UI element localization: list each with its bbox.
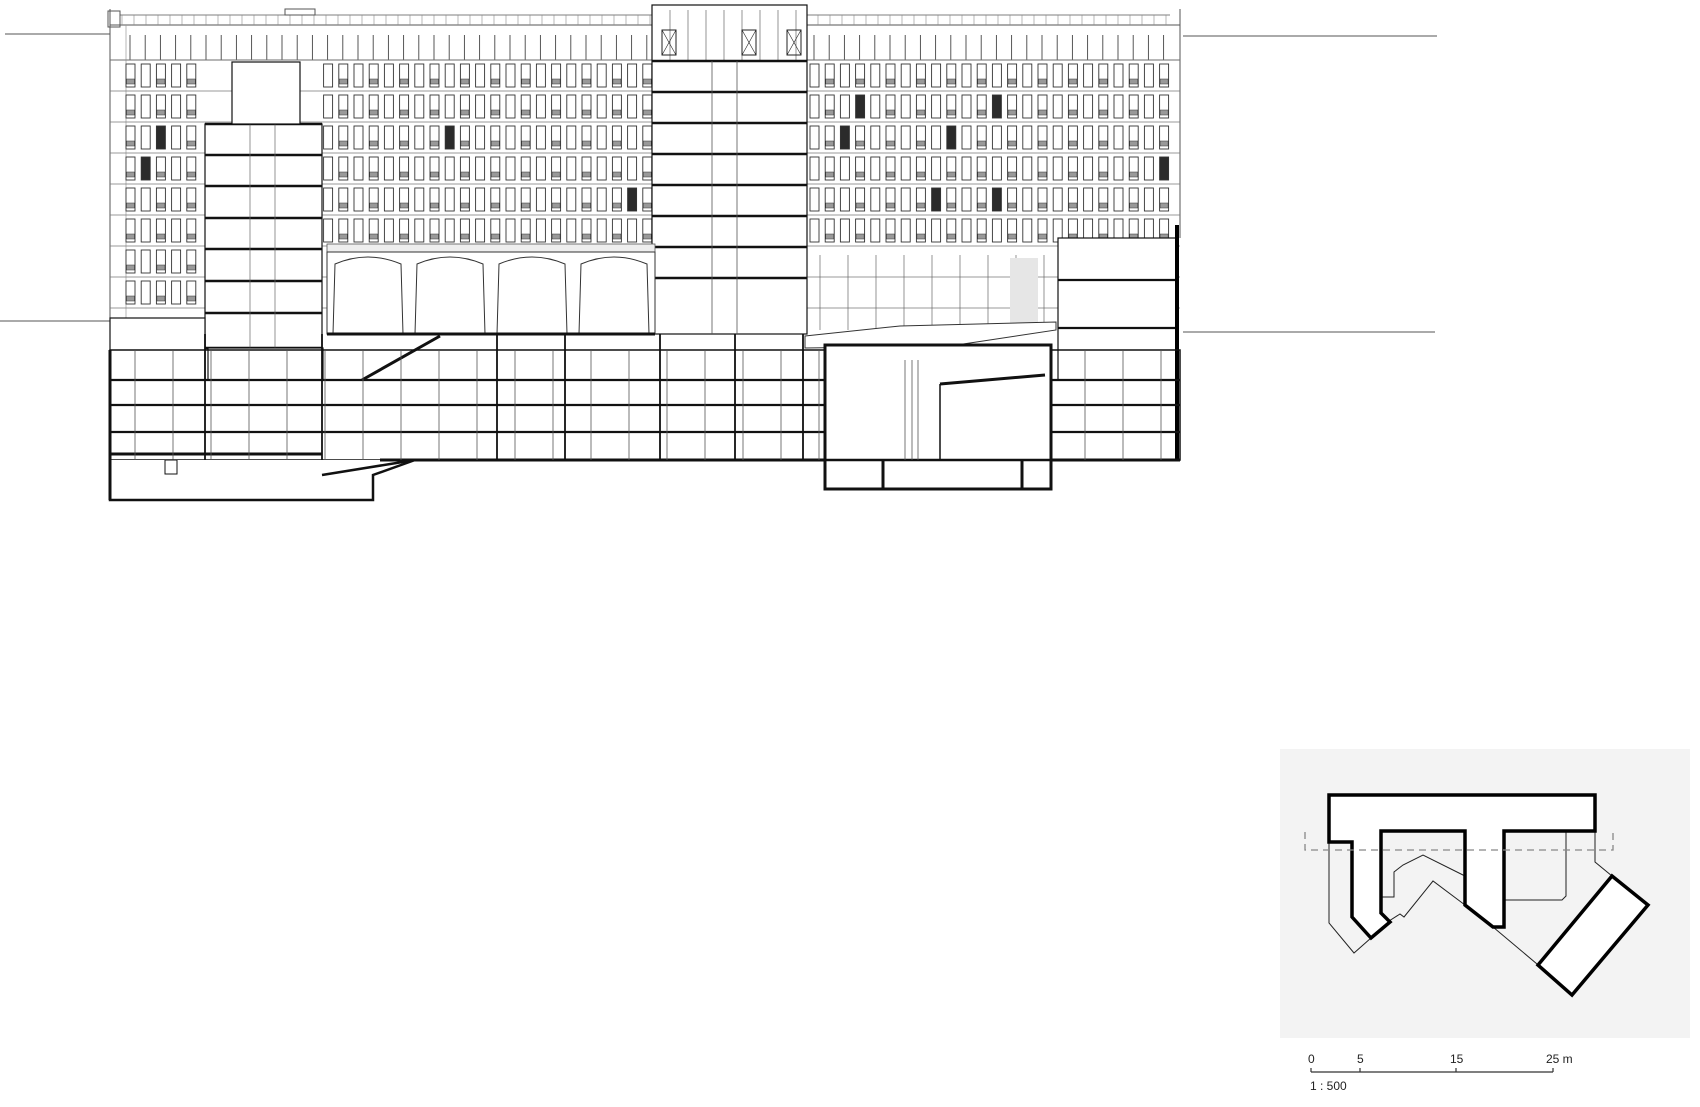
scale-ratio: 1 : 500: [1310, 1079, 1347, 1093]
key-plan-outline: [1304, 793, 1651, 998]
scale-tick-0: 0: [1308, 1052, 1315, 1066]
key-plan: [1280, 749, 1690, 1038]
section-structure: [108, 4, 1181, 502]
scale-tick-25: 25 m: [1546, 1052, 1573, 1066]
scale-bar: 0 5 15 25 m 1 : 500: [1300, 1050, 1600, 1100]
scale-bar-line: [1310, 1068, 1554, 1073]
scale-tick-5: 5: [1357, 1052, 1364, 1066]
level-lines: [0, 33, 1437, 333]
scale-tick-15: 15: [1450, 1052, 1464, 1066]
